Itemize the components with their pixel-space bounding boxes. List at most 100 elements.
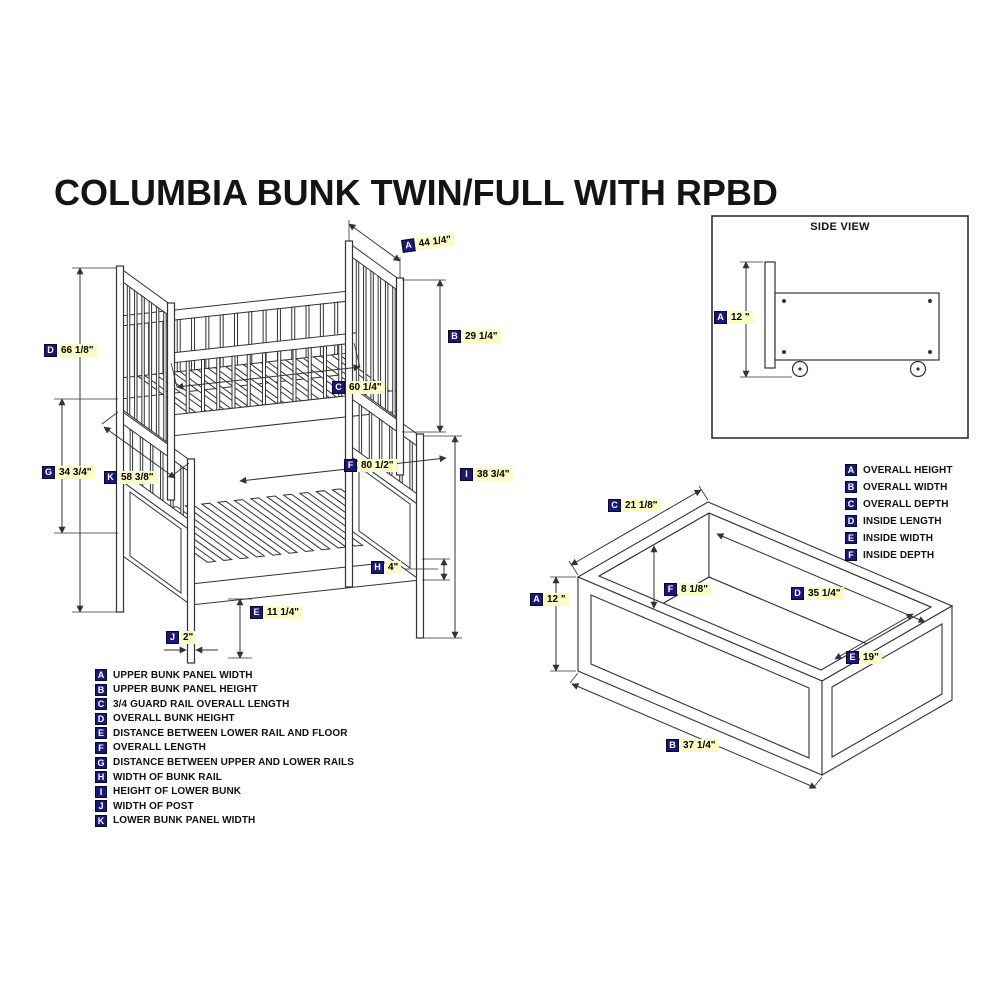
legend-text: LOWER BUNK PANEL WIDTH <box>113 815 256 827</box>
page-title: COLUMBIA BUNK TWIN/FULL WITH RPBD <box>54 172 778 213</box>
legend-letter-badge: C <box>845 498 857 510</box>
legend-letter-badge: B <box>845 481 857 493</box>
legend-item: J WIDTH OF POST <box>95 800 354 813</box>
dim-value: 8 1/8" <box>678 583 711 596</box>
dim-value: 29 1/4" <box>462 330 501 343</box>
dim-letter-badge: G <box>42 466 55 479</box>
bunk-dimension-lines <box>58 223 459 659</box>
legend-text: INSIDE WIDTH <box>863 532 934 544</box>
legend-text: OVERALL DEPTH <box>863 498 949 510</box>
dim-value: 34 3/4" <box>56 466 95 479</box>
dim-letter-badge: F <box>344 459 357 472</box>
dim-value: 4" <box>385 561 402 574</box>
dim-letter-badge: J <box>166 631 179 644</box>
dim-value: 35 1/4" <box>805 587 844 600</box>
legend-letter-badge: B <box>95 683 107 696</box>
legend-text: WIDTH OF BUNK RAIL <box>113 771 223 783</box>
dim-value: 12 " <box>728 311 753 324</box>
legend-letter-badge: I <box>95 785 107 798</box>
dim-value: 80 1/2" <box>358 459 397 472</box>
legend-item: B UPPER BUNK PANEL HEIGHT <box>95 683 354 696</box>
legend-item: F INSIDE DEPTH <box>845 549 953 561</box>
legend-item: E DISTANCE BETWEEN LOWER RAIL AND FLOOR <box>95 727 354 740</box>
dim-value: 66 1/8" <box>58 344 97 357</box>
legend-item: D OVERALL BUNK HEIGHT <box>95 712 354 725</box>
legend-item: K LOWER BUNK PANEL WIDTH <box>95 814 354 827</box>
dim-letter-badge: D <box>791 587 804 600</box>
legend-letter-badge: F <box>95 741 107 754</box>
bunk-legend: A UPPER BUNK PANEL WIDTH B UPPER BUNK PANE… <box>95 669 354 830</box>
legend-letter-badge: J <box>95 800 107 813</box>
legend-text: 3/4 GUARD RAIL OVERALL LENGTH <box>113 698 290 710</box>
lower-foot-panel <box>348 384 421 581</box>
dim-letter-badge: B <box>448 330 461 343</box>
legend-item: G DISTANCE BETWEEN UPPER AND LOWER RAILS <box>95 756 355 769</box>
legend-letter-badge: D <box>95 712 107 725</box>
legend-letter-badge: D <box>845 515 857 527</box>
legend-text: OVERALL BUNK HEIGHT <box>113 713 235 725</box>
dim-letter-badge: H <box>371 561 384 574</box>
dim-value: 60 1/4" <box>346 381 385 394</box>
drawer-face-side <box>764 261 776 369</box>
legend-letter-badge: F <box>845 549 857 561</box>
legend-text: WIDTH OF POST <box>113 800 194 812</box>
lower-head-panel <box>119 409 192 606</box>
dim-value: 38 3/4" <box>474 468 513 481</box>
legend-letter-badge: K <box>95 814 107 827</box>
legend-letter-badge: C <box>95 698 107 711</box>
side-view-drawing <box>711 215 969 439</box>
legend-item: F OVERALL LENGTH <box>95 741 354 754</box>
legend-letter-badge: E <box>845 532 857 544</box>
legend-letter-badge: A <box>95 669 107 681</box>
dim-letter-badge: A <box>401 238 416 253</box>
drawer-body-side <box>774 292 940 361</box>
legend-item: A UPPER BUNK PANEL WIDTH <box>95 669 354 681</box>
legend-item: C 3/4 GUARD RAIL OVERALL LENGTH <box>95 698 354 711</box>
legend-text: OVERALL LENGTH <box>113 742 206 754</box>
legend-text: UPPER BUNK PANEL WIDTH <box>113 669 253 681</box>
dim-value: 37 1/4" <box>680 739 719 752</box>
dim-letter-badge: E <box>846 651 859 664</box>
dim-value: 19" <box>860 651 882 664</box>
dim-letter-badge: C <box>608 499 621 512</box>
legend-text: DISTANCE BETWEEN UPPER AND LOWER RAILS <box>113 757 355 769</box>
dim-letter-badge: E <box>250 606 263 619</box>
legend-letter-badge: G <box>95 756 107 769</box>
dim-value: 58 3/8" <box>118 471 157 484</box>
legend-letter-badge: A <box>845 464 857 476</box>
legend-text: DISTANCE BETWEEN LOWER RAIL AND FLOOR <box>113 727 348 739</box>
dim-letter-badge: C <box>332 381 345 394</box>
dim-letter-badge: F <box>664 583 677 596</box>
legend-item: I HEIGHT OF LOWER BUNK <box>95 785 354 798</box>
dim-letter-badge: K <box>104 471 117 484</box>
dim-value: 21 1/8" <box>622 499 661 512</box>
legend-item: B OVERALL WIDTH <box>845 481 953 493</box>
dim-letter-badge: I <box>460 468 473 481</box>
legend-text: HEIGHT OF LOWER BUNK <box>113 786 242 798</box>
dim-value: 12 " <box>544 593 569 606</box>
dim-value: 2" <box>180 631 197 644</box>
legend-letter-badge: E <box>95 727 107 740</box>
legend-text: INSIDE DEPTH <box>863 549 935 561</box>
legend-text: OVERALL WIDTH <box>863 481 948 493</box>
legend-text: UPPER BUNK PANEL HEIGHT <box>113 684 258 696</box>
